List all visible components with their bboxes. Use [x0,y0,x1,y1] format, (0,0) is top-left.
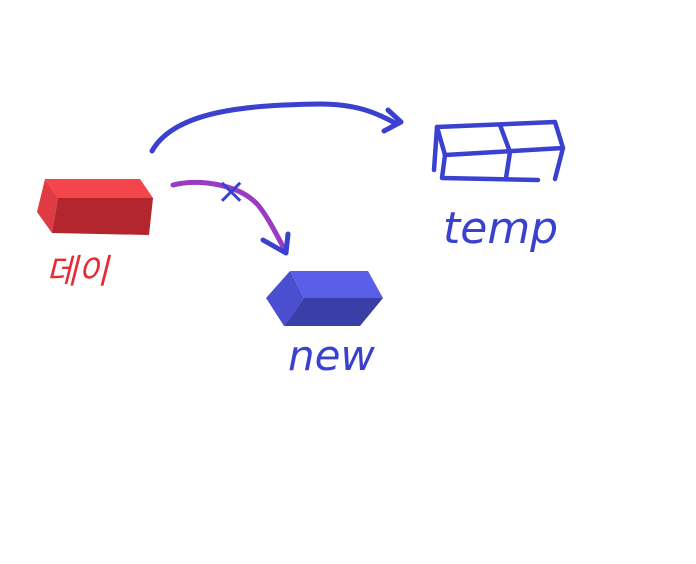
arrow-source-to-temp-head [381,107,404,134]
arrow-source-to-new-head [260,231,291,256]
source-block-side [37,179,58,233]
temp-container [431,119,566,183]
arrow-source-to-new-line [170,179,288,253]
new-block [266,271,383,326]
new-block-front [284,298,383,326]
new-label: new [288,331,375,380]
temp-label: temp [443,203,558,254]
source-label: 데이 [46,252,111,292]
blocked-mark: × [216,171,246,212]
source-block-top [45,179,153,198]
source-block-front [52,198,153,235]
new-block-side [266,271,304,326]
arrow-source-to-new [170,179,288,253]
arrow-source-to-temp-line [149,101,398,154]
arrow-source-to-temp [149,101,404,154]
new-block-top [290,271,383,298]
source-block [37,179,153,235]
